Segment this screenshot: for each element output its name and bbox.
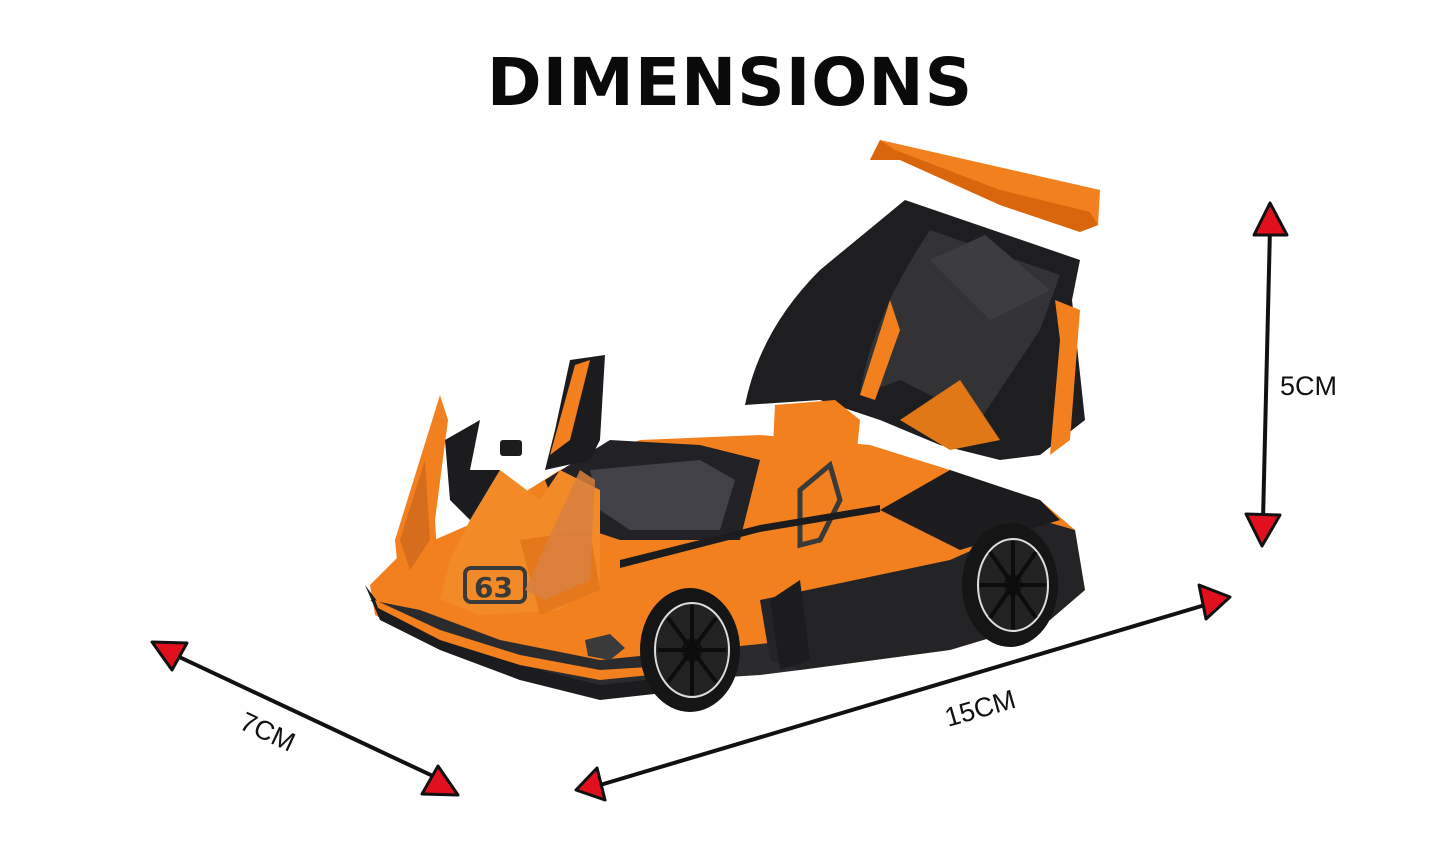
height-dimension-arrow: 5CM (1244, 201, 1337, 548)
width-dimension-arrow: 7CM (150, 640, 460, 797)
height-label: 5CM (1280, 371, 1337, 401)
arrow-head-down-icon (1244, 512, 1282, 548)
arrow-head-upleft-icon (150, 640, 189, 672)
rear-wheel (962, 523, 1058, 647)
length-label: 15CM (941, 684, 1019, 733)
arrow-head-right-icon (1197, 583, 1232, 621)
front-wheel (640, 588, 740, 712)
hood-badge: 63 (474, 571, 513, 604)
arrow-head-up-icon (1252, 201, 1289, 237)
page-title: DIMENSIONS (486, 44, 974, 121)
width-label: 7CM (235, 706, 299, 757)
arrow-head-left-icon (574, 766, 607, 802)
arrow-head-downright-icon (420, 764, 460, 797)
car-image: 63 (365, 140, 1100, 712)
